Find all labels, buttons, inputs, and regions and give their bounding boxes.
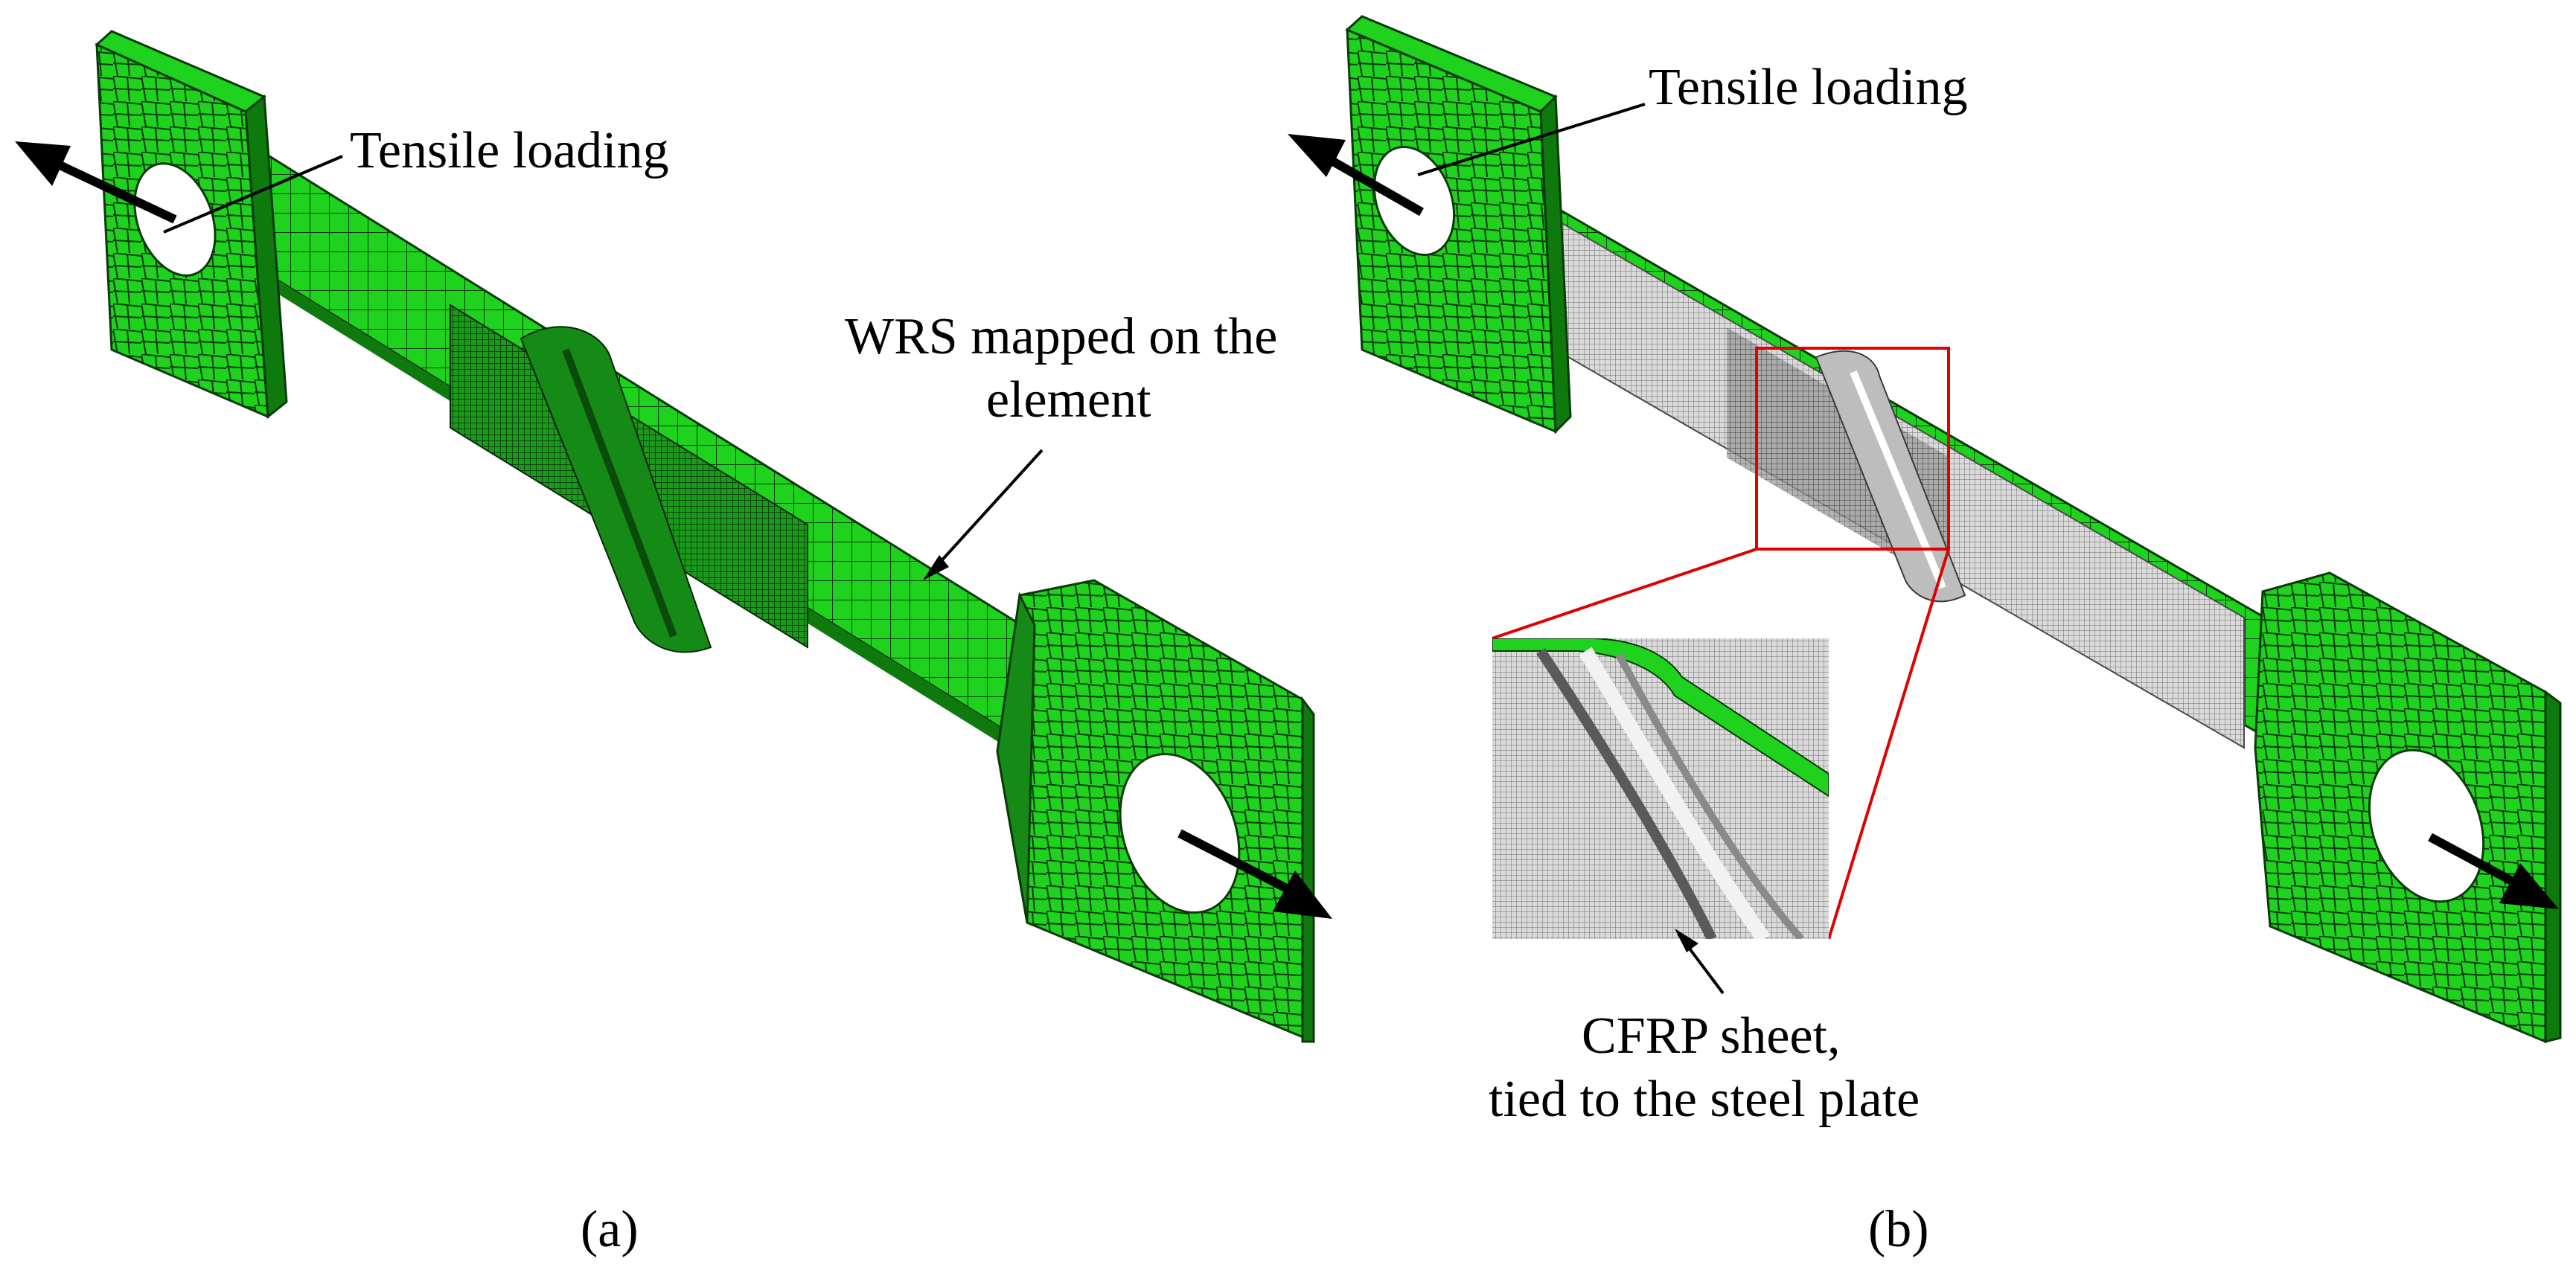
panel-b-right-load-arrow bbox=[2428, 833, 2529, 894]
panel-b-left-hole bbox=[1372, 145, 1456, 257]
panel-b-tensile-leader bbox=[1417, 103, 1646, 176]
panel-b-cfrp-label-line2: tied to the steel plate bbox=[1489, 1071, 1920, 1128]
panel-b-right-hole bbox=[2368, 748, 2485, 903]
panel-b-caption: (b) bbox=[1868, 1201, 1929, 1258]
panel-a-left-load-arrow bbox=[39, 152, 177, 224]
panel-a-wrs-leader bbox=[929, 449, 1043, 574]
panel-b-cfrp-label-line1: CFRP sheet, bbox=[1582, 1007, 1840, 1065]
panel-b: Tensile loading CFRP sheet, tied to the … bbox=[1288, 15, 2562, 1258]
panel-a-wrs-label-line2: element bbox=[986, 371, 1151, 429]
panel-b-left-load-arrow bbox=[1315, 148, 1424, 217]
panel-b-zoom-connector-left bbox=[1492, 548, 1757, 640]
panel-a-tensile-label: Tensile loading bbox=[350, 122, 669, 179]
panel-a-wrs-label-line1: WRS mapped on the bbox=[845, 308, 1277, 365]
panel-a: Tensile loading WRS mapped on the elemen… bbox=[15, 30, 1332, 1258]
panel-b-zoom-inset bbox=[1492, 638, 1829, 939]
panel-b-zoom-connector-right bbox=[1827, 548, 1950, 940]
panel-b-zoom-box bbox=[1755, 347, 1950, 551]
panel-a-right-load-arrow bbox=[1177, 829, 1305, 901]
panel-b-tensile-label: Tensile loading bbox=[1649, 59, 1968, 116]
panel-a-tensile-leader bbox=[163, 155, 343, 234]
panel-a-caption: (a) bbox=[581, 1201, 639, 1258]
